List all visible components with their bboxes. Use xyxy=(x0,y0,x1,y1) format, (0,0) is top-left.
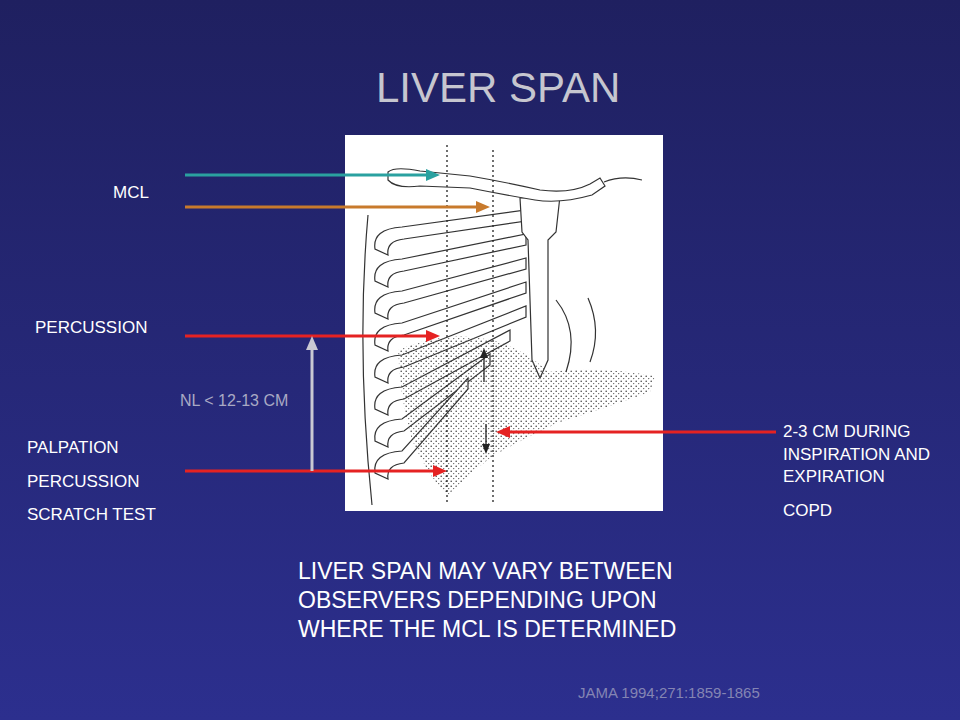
span-arrow xyxy=(311,348,314,471)
heart-outline xyxy=(588,298,596,362)
arrow-head xyxy=(433,465,447,477)
arrow-head xyxy=(482,444,490,454)
text-slot: PERCUSSION xyxy=(35,318,147,338)
pointer-arrow xyxy=(185,470,435,473)
arrow-head xyxy=(476,201,490,213)
arrow-head xyxy=(426,169,440,181)
arrow-head xyxy=(496,426,510,438)
text-slot: 2-3 CM DURING INSPIRATION AND EXPIRATION xyxy=(783,421,948,489)
text-slot: MCL xyxy=(113,183,149,203)
body-outline xyxy=(363,215,372,505)
reference-note: JAMA 1994;271:1859-1865 xyxy=(578,684,760,702)
side-label: PERCUSSION xyxy=(27,472,139,492)
text-slot: LIVER SPAN MAY VARY BETWEEN OBSERVERS DE… xyxy=(298,557,718,644)
midclavicular-line xyxy=(492,150,493,505)
text-slot: PERCUSSION xyxy=(27,472,139,492)
span-arrow xyxy=(485,424,486,446)
arrow-head xyxy=(480,348,488,358)
liver-stipple xyxy=(398,337,655,496)
span-arrow xyxy=(483,356,484,382)
text-slot: SCRATCH TEST xyxy=(27,505,156,525)
side-label: PALPATION xyxy=(27,438,119,458)
heart-outline xyxy=(556,300,571,372)
shoulder-line xyxy=(604,178,642,182)
text-slot: JAMA 1994;271:1859-1865 xyxy=(578,684,760,702)
side-label: COPD xyxy=(783,501,832,521)
side-label: PERCUSSION xyxy=(35,318,147,338)
arrow-head xyxy=(306,336,318,350)
slide-title: LIVER SPAN xyxy=(376,63,620,113)
text-slot: NL < 12-13 CM xyxy=(180,391,288,410)
side-label: 2-3 CM DURING INSPIRATION AND EXPIRATION xyxy=(783,421,948,489)
sternum xyxy=(520,196,560,378)
illustration-panel xyxy=(345,135,663,511)
side-label: SCRATCH TEST xyxy=(27,505,156,525)
side-label: MCL xyxy=(113,183,149,203)
pointer-arrow xyxy=(185,206,478,209)
text-slot: LIVER SPAN xyxy=(376,63,620,113)
pointer-arrow xyxy=(185,174,428,177)
text-slot: PALPATION xyxy=(27,438,119,458)
text-slot: COPD xyxy=(783,501,832,521)
midclavicular-line xyxy=(446,145,447,505)
slide-note: LIVER SPAN MAY VARY BETWEEN OBSERVERS DE… xyxy=(298,557,718,644)
pointer-arrow xyxy=(508,431,776,434)
range-label: NL < 12-13 CM xyxy=(180,391,288,410)
arrow-head xyxy=(426,330,440,342)
pointer-arrow xyxy=(185,335,428,338)
